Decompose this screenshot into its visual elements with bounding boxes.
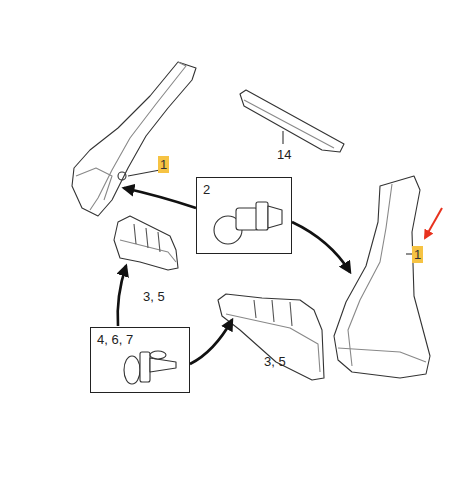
pointer-arrow (118, 266, 126, 326)
right-bulb-holder (218, 294, 324, 380)
bulb-2 (214, 202, 282, 244)
pointer-arrow (124, 188, 196, 208)
parts-box: 2 (196, 177, 292, 254)
callout-number: 4, 6, 7 (91, 328, 133, 346)
bulb-467 (124, 351, 176, 384)
red-pointer (425, 208, 442, 238)
callout-number: 1 (412, 246, 423, 263)
right-lamp (334, 176, 430, 378)
callout-number: 1 (158, 156, 169, 173)
pointer-arrow (190, 320, 232, 364)
callout-number: 3, 5 (264, 355, 286, 368)
left-bulb-holder (114, 216, 178, 270)
parts-box: 4, 6, 7 (90, 327, 190, 393)
callout-number: 2 (197, 178, 210, 196)
callout-number: 3, 5 (143, 290, 165, 303)
high-brake-light (240, 90, 344, 152)
left-lamp (72, 62, 196, 216)
callout-number: 14 (277, 148, 291, 161)
pointer-arrow (292, 222, 350, 272)
